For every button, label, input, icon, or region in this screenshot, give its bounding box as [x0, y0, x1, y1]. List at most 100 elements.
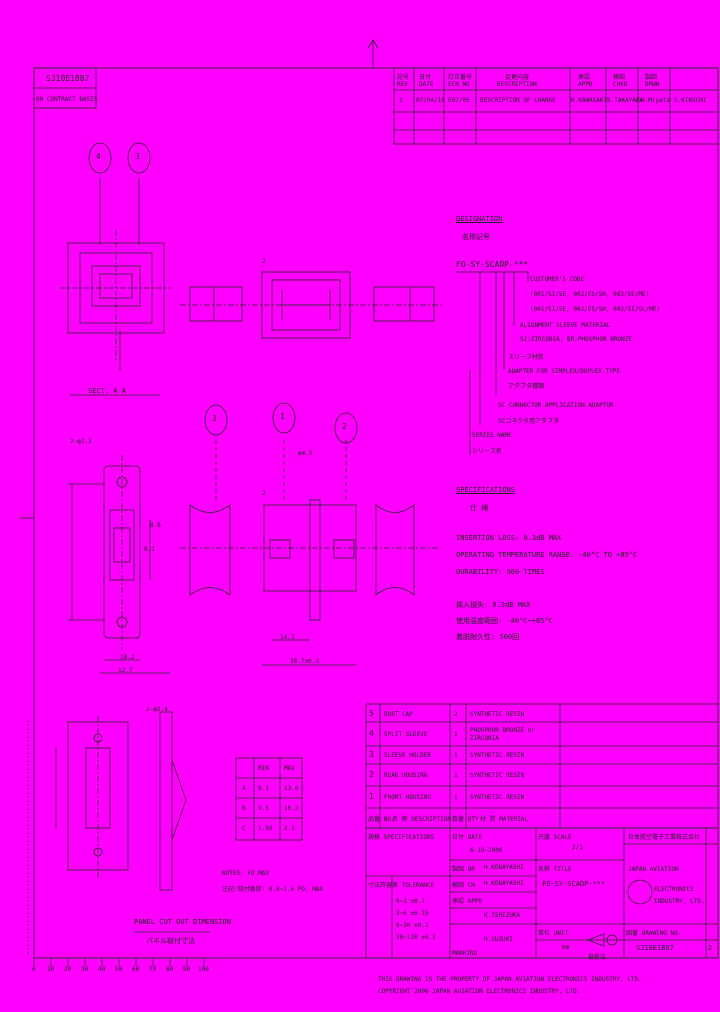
tb-tol-1: 3~6 ±0.15 — [396, 910, 429, 917]
part-3-name: REAR HOUSING — [384, 772, 428, 779]
designation-item-1: (001/SI/SE, 002/ES/SH, 003/SE/ME) — [530, 291, 650, 298]
rev-h-1: 日付 — [419, 74, 432, 81]
hole-r2-max: 2.5 — [284, 825, 295, 832]
section-aa-view — [60, 178, 172, 396]
balloon-3-side: 3 — [212, 414, 217, 423]
hole-h-min: MIN — [258, 765, 269, 772]
dim-28: 28.7±0.3 — [290, 658, 319, 665]
footer-line-0: THIS DRAWING IS THE PROPERTY OF JAPAN AV… — [378, 976, 642, 983]
tb-marking: MARKING — [452, 950, 478, 957]
hole-r2-label: C — [242, 825, 246, 832]
part-0-name: DUST CAP — [384, 711, 413, 718]
tb-ch: H.KOBAYASHI — [484, 880, 524, 887]
tb-appd: K.ISHIZUKA — [484, 912, 521, 919]
spec-line-1: OPERATING TEMPERATURE RANGE: -40°C TO +8… — [456, 551, 638, 559]
panel-cutout-view — [55, 711, 187, 891]
part-2-qty: 1 — [454, 752, 458, 759]
rev-en-5: CHKD — [613, 81, 628, 88]
notes-line-2: 注記:取付板厚: 0.8~1.6 PO. MAX — [222, 886, 324, 893]
designation-item-2: (001/SI/SE, 002/ES/SH, 003/SI/SL/ME) — [530, 306, 661, 313]
ruler-60: 60 — [132, 966, 140, 973]
rev-row-extra: S.KIKUCHI — [674, 97, 707, 104]
ruler-30: 30 — [81, 966, 89, 973]
designation-item-4: SI:ZIRCONIA, BR:PHOSPHOR BRONZE — [520, 336, 632, 343]
dim-hole: 2-φ2.3 — [70, 438, 92, 445]
company-logo — [627, 879, 653, 905]
tb-company-jp: 日本航空電子工業株式会社 — [628, 834, 701, 841]
delta-mark-2: 2 — [262, 490, 266, 497]
parts-h-desc: 名 称 DESCRIPTION — [392, 816, 451, 823]
balloon-3-top: 3 — [135, 152, 140, 161]
designation-item-11: シリーズ名 — [472, 448, 502, 455]
spec-line-5: 着脱耐久性: 500回 — [456, 633, 520, 641]
part-0-qty: 2 — [454, 711, 458, 718]
rev-h-6: 製図 — [645, 74, 658, 81]
rev-h-0: 記号 — [397, 74, 410, 81]
rev-row-chkd: S.TAKAYAMA — [607, 97, 644, 104]
designation-item-6: ADAPTER FOR SIMPLEX/DUPLEX TYPE — [508, 368, 620, 375]
dim-12: 12.7 — [118, 667, 133, 674]
tb-appd2: H.SUZUKI — [484, 936, 513, 943]
dim-height: 8.1 — [144, 546, 155, 553]
ruler-100: 100 — [198, 966, 209, 973]
rev-row-desc: DESCRIPTION OF CHANGE — [480, 97, 556, 104]
part-4-qty: 1 — [454, 794, 458, 801]
part-1-mat: PHOSPHOR BRONZE or ZIRCONIA — [470, 727, 536, 742]
spec-line-4: 使用温度範囲: -40°C~+85°C — [456, 617, 553, 625]
designation-item-7: アダプタ種類 — [508, 383, 545, 390]
tb-scale-label: 尺度 SCALE — [538, 834, 572, 841]
parts-h-mat: 材 質 MATERIAL — [480, 816, 529, 823]
tb-company-en1: JAPAN AVIATION — [628, 866, 679, 873]
hole-r2-min: 1.50 — [258, 825, 273, 832]
part-3-qty: 1 — [454, 772, 458, 779]
rev-en-3: DESCRIPTION — [497, 81, 537, 88]
balloon-4: 4 — [96, 152, 101, 161]
dim-6-6: 6.6 — [150, 522, 161, 529]
part-2-name: SLEEVE HOLDER — [384, 752, 431, 759]
tb-appd-label: 承認 APPD — [452, 898, 483, 905]
hole-h-max: MAX — [284, 765, 295, 772]
section-label: SECT. A-A — [88, 387, 126, 395]
part-4-no: 1 — [369, 792, 374, 801]
ruler-80: 80 — [166, 966, 174, 973]
ruler-0: 0 — [32, 966, 36, 973]
rev-row-appd: K.KAWASAKI — [571, 97, 608, 104]
rev-h-3: 変更内容 — [505, 74, 530, 81]
part-1-name: SPLIT SLEEVE — [384, 731, 428, 738]
part-0-mat: SYNTHETIC RESIN — [470, 711, 525, 718]
part-1-qty: 1 — [454, 731, 458, 738]
rev-h-4: 承認 — [578, 74, 591, 81]
tb-unit: mm — [562, 944, 570, 951]
designation-item-10: SERIES NAME — [472, 432, 512, 439]
tb-date-label: 日付 DATE — [452, 834, 483, 841]
rev-en-1: DATE — [419, 81, 434, 88]
hole-r1-max: 10.2 — [284, 805, 299, 812]
spec-line-2: DURABILITY: 500 TIMES — [456, 568, 545, 576]
rev-en-6: DRWN — [645, 81, 660, 88]
tl-caption: ON CONTRACT BASIS — [36, 96, 98, 103]
tb-title: FO-SY-SCADP-*** — [542, 880, 606, 888]
rev-en-0: REV — [397, 81, 408, 88]
tb-tol-label: 寸法許容差 TOLERANCE — [368, 882, 435, 889]
rev-row-rev: 2 — [399, 97, 403, 104]
hole-r1-min: 9.5 — [258, 805, 269, 812]
tb-drawing-no: SJ10E1887 — [636, 944, 674, 952]
bottom-ruler — [33, 957, 210, 966]
designation-title: DESIGNATION — [456, 215, 503, 223]
rev-h-2: 訂正番号 — [448, 74, 473, 81]
ruler-20: 20 — [64, 966, 72, 973]
tb-spec-label: 規格 SPECIFICATIONS — [368, 834, 435, 841]
rev-en-4: APPD — [578, 81, 593, 88]
designation-item-0: CUSTOMER'S CODE — [530, 276, 585, 283]
designation-item-9: SCコネクタ用アダプタ — [498, 418, 559, 425]
part-0-no: 5 — [369, 709, 374, 718]
dim-panel-hole: 2-φ2.4 — [146, 706, 168, 713]
designation-leaders — [456, 271, 529, 455]
tb-unit-label: 単位 UNIT — [538, 930, 569, 937]
hole-r1-label: B — [242, 805, 246, 812]
ruler-40: 40 — [98, 966, 106, 973]
rev-row-ecn: E07/05 — [448, 97, 470, 104]
ruler-90: 90 — [183, 966, 191, 973]
title-block-grid — [365, 827, 719, 959]
